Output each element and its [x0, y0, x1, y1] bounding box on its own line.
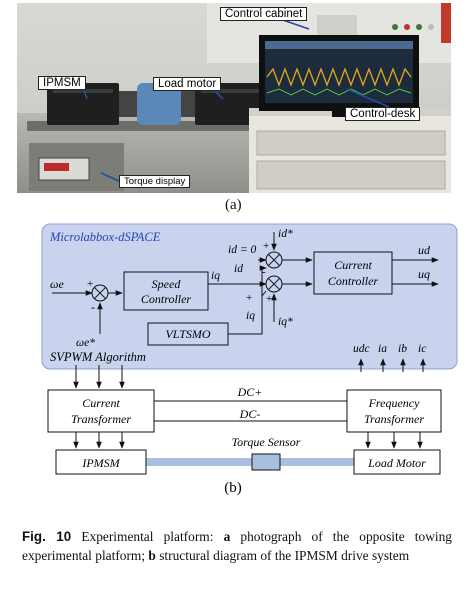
control-cabinet-label: Control cabinet — [220, 7, 308, 21]
current-transformer-line1: Current — [82, 396, 120, 410]
current-controller-line1: Current — [334, 258, 372, 272]
omega-e-label: ωe — [50, 277, 64, 291]
ipmsm-block — [55, 449, 147, 475]
platform-title: Microlabbox-dSPACE — [49, 230, 161, 244]
svpwm-label: SVPWM Algorithm — [50, 350, 146, 364]
current-controller-line2: Controller — [328, 274, 379, 288]
ipmsm-photo-label: IPMSM — [38, 76, 86, 90]
structural-diagram: Microlabbox-dSPACE ωe + - ωe* Speed Cont… — [41, 223, 458, 496]
iq-feedback-label: iq — [246, 310, 255, 322]
torque-display-label: Torque display — [119, 175, 191, 188]
current-transformer-block — [47, 389, 155, 433]
load-motor-photo-label: Load motor — [153, 77, 222, 91]
current-controller-block — [313, 251, 393, 295]
control-desk-label: Control-desk — [345, 107, 421, 121]
sublabel-a: (a) — [225, 197, 242, 213]
id-feedback-label: id — [234, 263, 243, 275]
speed-sum-plus: + — [87, 278, 93, 290]
id-star-label: id* — [278, 228, 293, 240]
omega-e-ref-label: ωe* — [76, 337, 95, 349]
ipmsm-label: IPMSM — [81, 456, 120, 470]
sublabel-b: (b) — [224, 480, 242, 496]
feedback-udc: udc — [353, 343, 370, 355]
load-motor-block — [353, 449, 441, 475]
frequency-transformer-line1: Frequency — [368, 396, 421, 410]
vltsmo-label: VLTSMO — [165, 327, 210, 341]
caption-b-text: structural diagram of the IPMSM drive sy… — [155, 548, 410, 563]
caption-text-start: Experimental platform: — [71, 529, 224, 544]
caption-a-text: photograph of the opposite towing experi… — [22, 529, 452, 563]
caption-fig-number: Fig. 10 — [22, 529, 72, 544]
shaft — [146, 458, 354, 466]
torque-sensor-label: Torque Sensor — [232, 435, 301, 449]
iq-label: iq — [211, 270, 220, 282]
id-eq-label: id = 0 — [228, 244, 256, 256]
id-sum-plus: + — [263, 240, 269, 252]
figure-caption: Fig. 10 Experimental platform: a photogr… — [22, 527, 452, 565]
speed-controller-block — [123, 271, 209, 311]
iq-star-label: iq* — [278, 316, 293, 328]
platform-photo-illustration — [17, 3, 451, 193]
feedback-ib: ib — [398, 343, 407, 355]
platform-photo: Control cabinet IPMSM Load motor Control… — [17, 3, 451, 193]
caption-a: a — [223, 529, 231, 544]
speed-sum-minus: - — [91, 300, 95, 314]
id-sum-minus: - — [262, 266, 266, 278]
load-motor-label: Load Motor — [367, 456, 426, 470]
dc-minus-label: DC- — [239, 407, 261, 421]
caption-b: b — [148, 548, 156, 563]
uq-label: uq — [418, 267, 430, 281]
ud-label: ud — [418, 243, 431, 257]
dc-plus-label: DC+ — [237, 385, 263, 399]
current-transformer-line2: Transformer — [71, 412, 131, 426]
feedback-ia: ia — [378, 343, 387, 355]
speed-controller-line2: Controller — [141, 292, 192, 306]
torque-sensor-block — [251, 453, 281, 471]
iq-sum-plus: + — [266, 293, 272, 305]
speed-controller-line1: Speed — [152, 277, 182, 291]
feedback-ic: ic — [418, 343, 426, 355]
id-feedback-plus: + — [246, 292, 252, 304]
frequency-transformer-line2: Transformer — [364, 412, 424, 426]
